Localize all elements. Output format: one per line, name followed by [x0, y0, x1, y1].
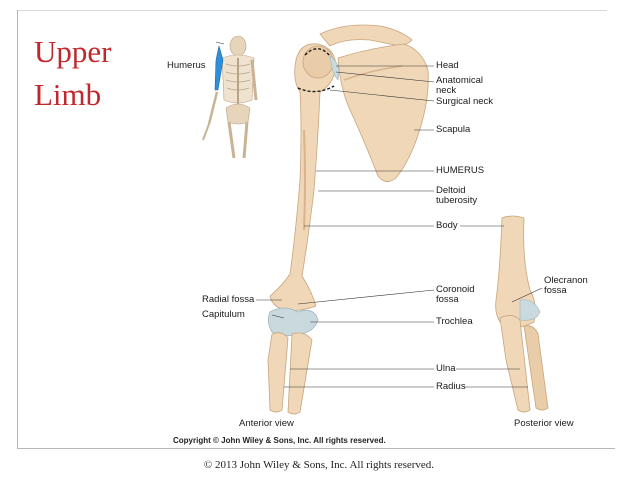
posterior-view-caption: Posterior view [514, 418, 574, 429]
label-anatomical-neck-2: neck [436, 85, 457, 96]
label-deltoid-2: tuberosity [436, 195, 478, 206]
anterior-view-caption: Anterior view [239, 418, 294, 429]
scapula-group [319, 24, 429, 182]
label-humerus-inset: Humerus [167, 60, 206, 71]
slide-bottom-border [17, 448, 615, 449]
label-anatomical-neck-1: Anatomical [436, 75, 483, 86]
slide-title-line-1: Upper [34, 34, 112, 69]
humerus-bone [268, 43, 340, 336]
label-coronoid-1: Coronoid [436, 284, 475, 295]
inset-skeleton [196, 35, 258, 159]
slide-footer: © 2013 John Wiley & Sons, Inc. All right… [203, 459, 435, 471]
label-radial-fossa: Radial fossa [202, 294, 255, 305]
leader-lines [215, 41, 543, 388]
label-humerus: HUMERUS [436, 165, 485, 176]
slide-left-border [17, 10, 18, 448]
posterior-elbow [495, 215, 549, 413]
slide-title-line-2: Limb [34, 77, 102, 112]
label-radius: Radius [436, 381, 466, 392]
label-surgical-neck: Surgical neck [436, 96, 494, 107]
slide-top-border [17, 10, 607, 11]
slide-title: Upper Limb [34, 30, 144, 116]
label-ulna: Ulna [436, 363, 456, 374]
label-olecranon-2: fossa [544, 285, 567, 296]
label-trochlea: Trochlea [436, 316, 473, 327]
label-deltoid-1: Deltoid [436, 185, 466, 196]
label-head: Head [436, 60, 459, 71]
label-body: Body [436, 220, 458, 231]
figure-copyright: Copyright © John Wiley & Sons, Inc. All … [173, 436, 386, 445]
label-coronoid-2: fossa [436, 294, 459, 305]
label-scapula: Scapula [436, 124, 471, 135]
forearm-anterior [267, 332, 313, 415]
highlighted-humerus [214, 45, 224, 91]
label-olecranon-1: Olecranon [544, 275, 588, 286]
label-capitulum: Capitulum [202, 309, 245, 320]
